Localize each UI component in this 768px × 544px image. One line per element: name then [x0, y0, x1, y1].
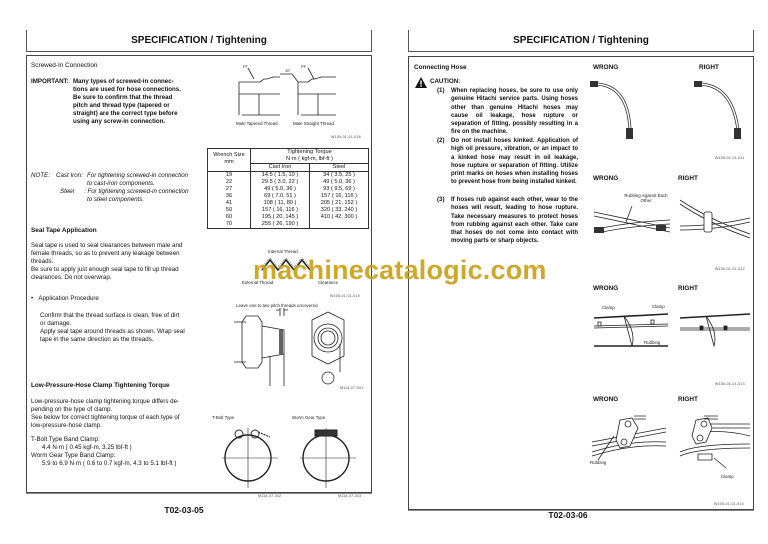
- thread-type-figure: PT PF 30°: [238, 64, 336, 116]
- section-title-connecting-hose: Connecting Hose: [414, 64, 467, 71]
- content-frame: [26, 55, 372, 493]
- figure-id: M114-07-041: [340, 386, 364, 390]
- callout-clamp: Clamp: [602, 305, 615, 310]
- page-header: SPECIFICATION / Tightening: [408, 30, 754, 52]
- seal-tape-wrap-figure: [234, 308, 345, 386]
- label-wrong: WRONG: [593, 175, 619, 182]
- procedure-text: Confirm that the thread surface is clean…: [40, 312, 185, 343]
- hose-clamp-wrong-figure: [593, 313, 669, 348]
- section-title-clamp: Low-Pressure-Hose Clamp Tightening Torqu…: [31, 382, 170, 389]
- col-cast-iron: Cast Iron: [250, 163, 310, 172]
- callout-clamp: Clamp: [652, 304, 665, 309]
- hose-clamp-right-figure: [679, 313, 751, 348]
- callout-rubbing-against: Rubbing Against Each Other: [624, 193, 668, 203]
- caution-item-3: If hoses rub against each other, wear to…: [451, 197, 578, 245]
- page-number: T02-03-06: [548, 510, 588, 520]
- figure-id: W105-01-01-014: [714, 502, 744, 506]
- important-label: IMPORTANT:: [31, 78, 69, 85]
- caption-worm-gear: Worm Gear Type: [292, 415, 326, 420]
- hose-rubbing-wrong-figure: [593, 205, 671, 233]
- worm-value: 5.9 to 6.9 N·m ( 0.6 to 0.7 kgf-m, 4.3 t…: [42, 460, 177, 467]
- tbolt-clamp-figure: [222, 428, 278, 488]
- figure-id: W105-01-01-011: [715, 156, 745, 160]
- callout-rubbing: Rubbing: [590, 460, 607, 465]
- note-cast-iron-text: For tightening screwed-in connection to …: [87, 172, 189, 187]
- label-right: RIGHT: [678, 396, 698, 403]
- bullet-application-procedure: • Application Procedure: [31, 295, 99, 302]
- label-wrong: WRONG: [593, 285, 619, 292]
- svg-text:PF: PF: [301, 64, 307, 69]
- note-steel-text: : For tightening screwed-in connection t…: [84, 188, 189, 203]
- watermark: machinecatalogic.com: [253, 255, 547, 285]
- svg-text:30°: 30°: [285, 69, 291, 73]
- note-label: NOTE:: [31, 172, 50, 179]
- caution-item-1: When replacing hoses, be sure to use onl…: [451, 88, 578, 136]
- worm-gear-clamp-figure: [300, 428, 356, 488]
- item-number: (3): [437, 196, 445, 203]
- content-frame: [408, 56, 754, 510]
- item-number: (1): [437, 87, 445, 94]
- label-internal-thread: Internal Thread: [268, 249, 298, 254]
- right-page: SPECIFICATION / Tightening Connecting Ho…: [384, 0, 768, 544]
- caption-male-tapered: Male Tapered Thread: [236, 121, 278, 126]
- left-page: SPECIFICATION / Tightening Screwed-In Co…: [26, 30, 372, 515]
- label-external-thread: External Thread: [242, 280, 274, 285]
- tbolt-label: T-Bolt Type Band Clamp:: [31, 436, 100, 443]
- section-title-seal-tape: Seal Tape Application: [31, 227, 97, 234]
- label-wrong: WRONG: [593, 64, 619, 71]
- hose-kink-wrong-figure: [590, 81, 633, 139]
- label-right: RIGHT: [699, 64, 719, 71]
- page-number: T02-03-05: [164, 505, 204, 515]
- warning-triangle-icon: [415, 77, 427, 88]
- caution-label: CAUTION:: [430, 78, 461, 85]
- label-clearance: Clearance: [318, 280, 339, 285]
- figure-id: W105-01-01-013: [715, 382, 745, 386]
- section-title-screwed-in: Screwed-In Connection: [31, 62, 98, 69]
- note-steel-label: Steel: [60, 188, 75, 195]
- label-right: RIGHT: [678, 175, 698, 182]
- note-cast-iron-label: Cast Iron:: [56, 172, 83, 179]
- worm-label: Worm Gear Type Band Clamp:: [31, 452, 116, 459]
- hose-moving-parts-wrong-figure: [591, 415, 667, 461]
- label-wrong: WRONG: [593, 396, 619, 403]
- hose-kink-right-figure: [694, 81, 741, 139]
- figure-id: M114-07-042: [258, 494, 282, 498]
- hose-moving-parts-right-figure: [679, 415, 751, 469]
- tbolt-value: 4.4 N·m ( 0.45 kgf-m, 3.25 lbf-ft ): [42, 444, 132, 451]
- callout-rubbing: Rubbing: [644, 340, 661, 345]
- important-text: Many types of screwed-in connec- tions a…: [73, 78, 181, 125]
- item-number: (2): [437, 137, 445, 144]
- caution-item-2: Do not install hoses kinked. Application…: [451, 138, 578, 186]
- caption-leave-threads: Leave one to two pitch threads uncovered: [236, 303, 318, 308]
- label-right: RIGHT: [678, 285, 698, 292]
- figure-id: M114-07-043: [338, 494, 362, 498]
- figure-id: W105-01-01-016: [331, 135, 361, 139]
- page-header: SPECIFICATION / Tightening: [26, 30, 372, 52]
- figure-id: W105-01-01-012: [715, 267, 745, 271]
- col-steel: Steel: [309, 163, 369, 172]
- hose-rubbing-right-figure: [679, 199, 751, 239]
- figure-id: W105-01-01-019: [330, 294, 360, 298]
- caption-male-straight: Male Straight Thread: [293, 121, 334, 126]
- seal-tape-para: Seal tape is used to seal clearances bet…: [31, 242, 183, 281]
- callout-clamp: Clamp: [721, 474, 734, 479]
- svg-text:PT: PT: [243, 64, 249, 69]
- thread-clearance-figure: [261, 257, 311, 272]
- caption-tbolt: T-Bolt Type: [212, 415, 235, 420]
- clamp-para: Low-pressure-hose clamp tightening torqu…: [31, 398, 180, 429]
